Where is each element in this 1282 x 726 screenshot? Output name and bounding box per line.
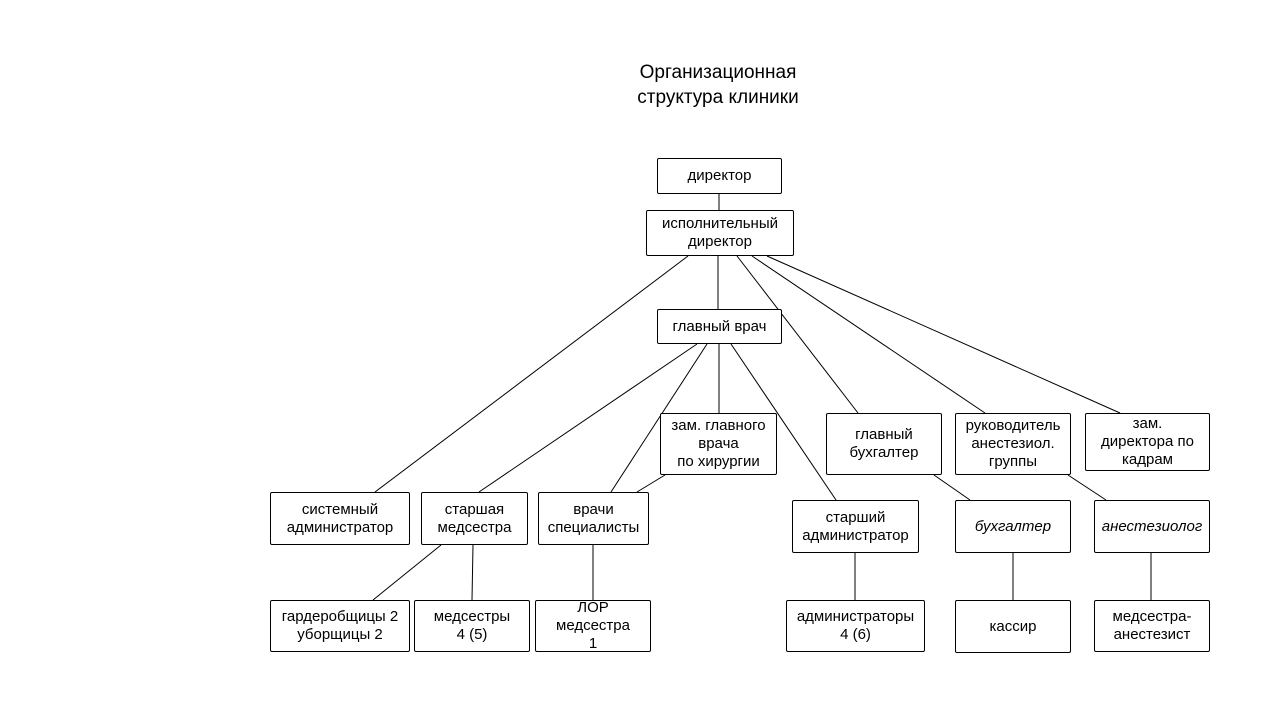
node-ent-nurse: ЛОР медсестра 1 [535, 599, 651, 652]
edge-head-nurse-to-cloakroom [372, 544, 442, 601]
node-specialists: врачи специалисты [538, 492, 649, 545]
edge-head-nurse-to-nurses [471, 544, 474, 601]
edge-exec-director-to-chief-accountant [736, 255, 859, 414]
node-deputy-surgery: зам. главного врача по хирургии [660, 413, 777, 475]
node-director: директор [657, 158, 782, 194]
edge-head-anesthesia-to-anesthesiologist [1067, 474, 1107, 501]
node-admins: администраторы 4 (6) [786, 600, 925, 652]
edge-chief-doctor-to-head-nurse [478, 343, 698, 493]
node-anesthesiologist: анестезиолог [1094, 500, 1210, 553]
edge-chief-doctor-to-specialists [610, 343, 708, 493]
node-senior-admin: старший администратор [792, 500, 919, 553]
edge-chief-accountant-to-accountant [933, 474, 971, 501]
edge-deputy-surgery-to-specialists [636, 474, 666, 493]
node-accountant: бухгалтер [955, 500, 1071, 553]
edge-exec-director-to-head-anesthesia [751, 255, 986, 414]
node-exec-director: исполнительный директор [646, 210, 794, 256]
node-nurse-anesthetist: медсестра- анестезист [1094, 600, 1210, 652]
node-head-nurse: старшая медсестра [421, 492, 528, 545]
edge-exec-director-to-sysadmin [374, 255, 689, 493]
diagram-title: Организационная структура клиники [637, 62, 799, 108]
node-sysadmin: системный администратор [270, 492, 410, 545]
node-cloakroom: гардеробщицы 2 уборщицы 2 [270, 600, 410, 652]
node-head-anesthesia: руководитель анестезиол. группы [955, 413, 1071, 475]
node-chief-doctor: главный врач [657, 309, 782, 344]
edge-exec-director-to-deputy-hr [766, 255, 1121, 414]
node-chief-accountant: главный бухгалтер [826, 413, 942, 475]
node-nurses: медсестры 4 (5) [414, 600, 530, 652]
node-deputy-hr: зам. директора по кадрам [1085, 413, 1210, 471]
node-cashier: кассир [955, 600, 1071, 653]
edge-chief-doctor-to-senior-admin [730, 343, 837, 501]
